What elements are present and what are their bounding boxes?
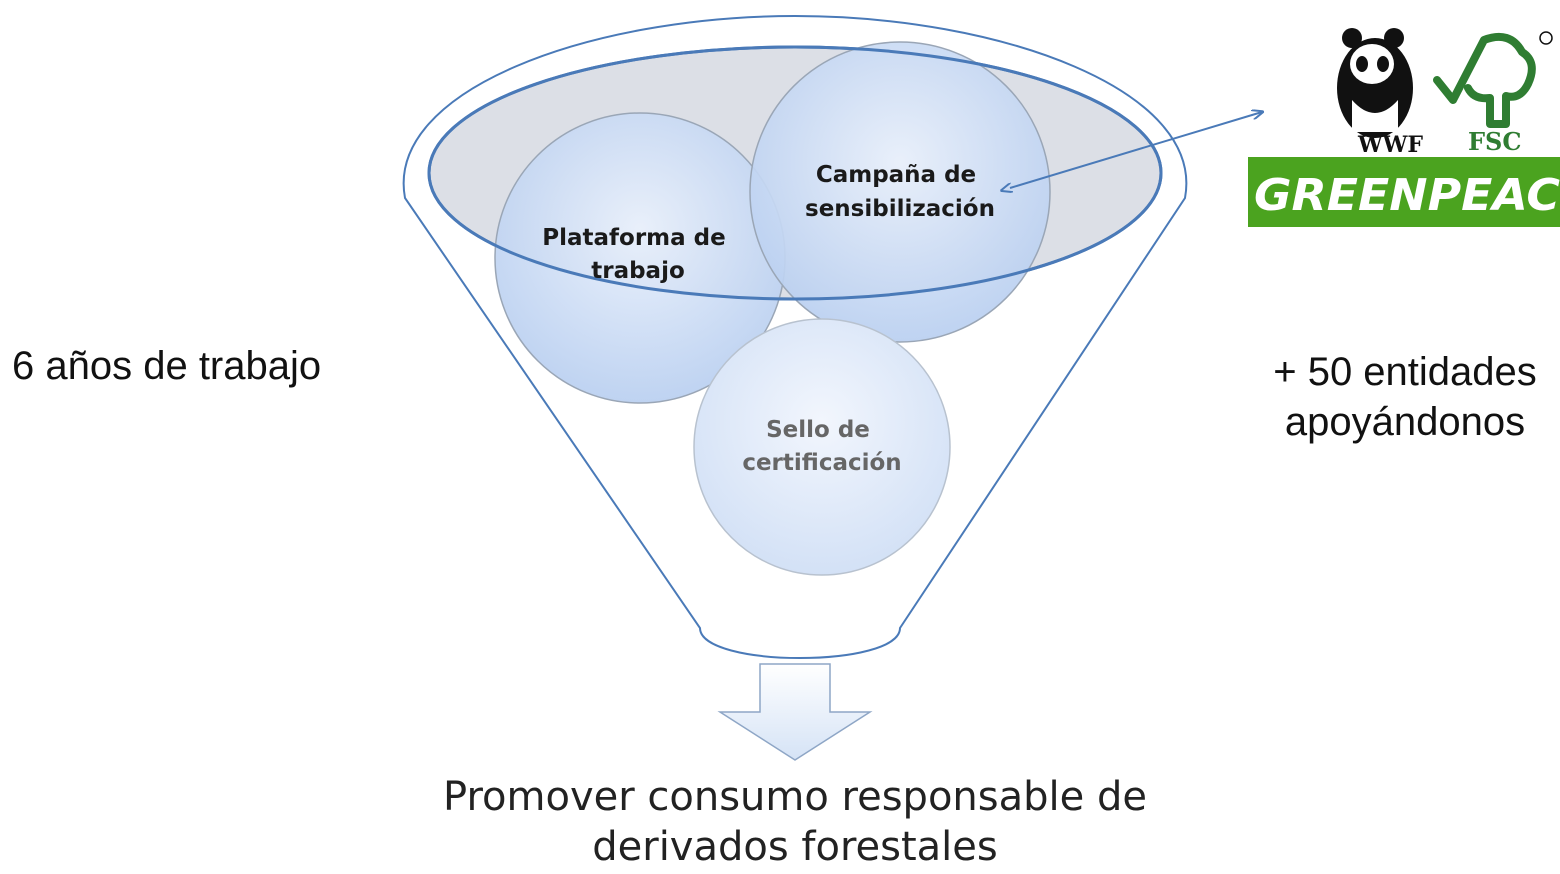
wwf-logo: WWF: [1337, 28, 1423, 158]
wwf-logo-text: WWF: [1357, 132, 1423, 158]
conclusion-line2: derivados forestales: [592, 824, 998, 870]
supporting-entities-line1: + 50 entidades: [1273, 350, 1537, 394]
circle-campana: [749, 41, 1051, 343]
circle-sello-label: Sello de certificación: [742, 417, 901, 476]
greenpeace-logo-text: GREENPEAC: [1254, 170, 1560, 221]
circle-plataforma-label: Plataforma de trabajo: [542, 225, 734, 284]
connector-arrow: [1010, 112, 1262, 188]
circle-campana-label: Campaña de sensibilización: [805, 162, 995, 222]
greenpeace-logo: GREENPEAC: [1248, 157, 1560, 227]
down-arrow: [717, 663, 873, 761]
fsc-logo-text: FSC: [1468, 127, 1521, 156]
conclusion-line1: Promover consumo responsable de: [443, 774, 1147, 820]
fsc-logo: FSC: [1433, 31, 1553, 156]
years-of-work-text: 6 años de trabajo: [12, 344, 322, 388]
circle-sello: [693, 318, 951, 576]
supporting-entities-line2: apoyándonos: [1284, 400, 1526, 444]
supporting-entities-text: + 50 entidades apoyándonos: [1240, 347, 1560, 447]
